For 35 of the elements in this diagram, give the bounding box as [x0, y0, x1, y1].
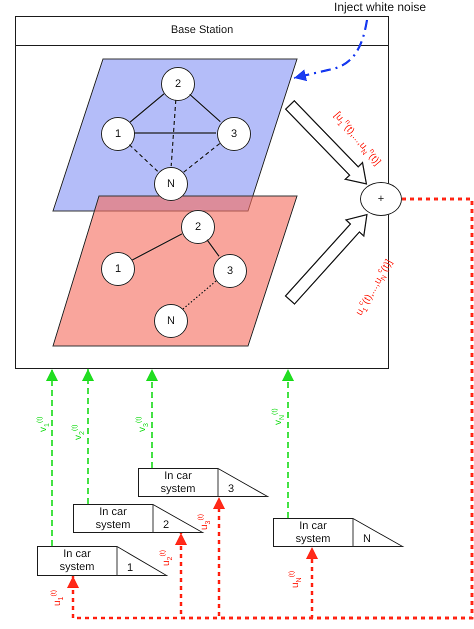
connector-line: [206, 239, 220, 257]
connector-line: [128, 144, 158, 172]
arrow: [306, 198, 474, 620]
noise-annotation: Inject white noise: [334, 0, 446, 15]
system-number: 2: [163, 519, 170, 531]
network-node-circle: 2: [161, 67, 195, 101]
network-node-circle: 1: [101, 252, 135, 286]
system-label: In car system: [58, 548, 96, 574]
network-node-circle: 3: [213, 254, 247, 288]
connector-line: [170, 100, 176, 166]
network-node-circle: 1: [101, 117, 135, 151]
connector-line: [134, 132, 216, 134]
system-label: In car system: [294, 520, 332, 546]
block-arrow: [284, 214, 368, 305]
network-node-circle: 2: [181, 210, 215, 244]
system-label: In car system: [160, 470, 196, 496]
connector-line: [130, 93, 164, 123]
arrow: [146, 369, 158, 468]
network-node-circle: 3: [217, 117, 251, 151]
system-number: N: [363, 533, 371, 545]
connector-line: [189, 94, 221, 122]
system-number: 1: [127, 562, 134, 574]
block-arrow: [284, 100, 368, 185]
network-node-circle: N: [154, 167, 188, 201]
system-number: 3: [228, 483, 234, 495]
station-title: Base Station: [170, 24, 234, 36]
arrow: [46, 369, 58, 546]
connector-line: [182, 143, 220, 173]
connector-line: [132, 233, 182, 261]
arrow: [294, 20, 368, 82]
arrow: [282, 369, 294, 518]
arrow: [82, 369, 94, 504]
connector-line: [182, 280, 216, 310]
network-node-circle: N: [154, 304, 188, 338]
system-label: In car system: [94, 506, 132, 532]
